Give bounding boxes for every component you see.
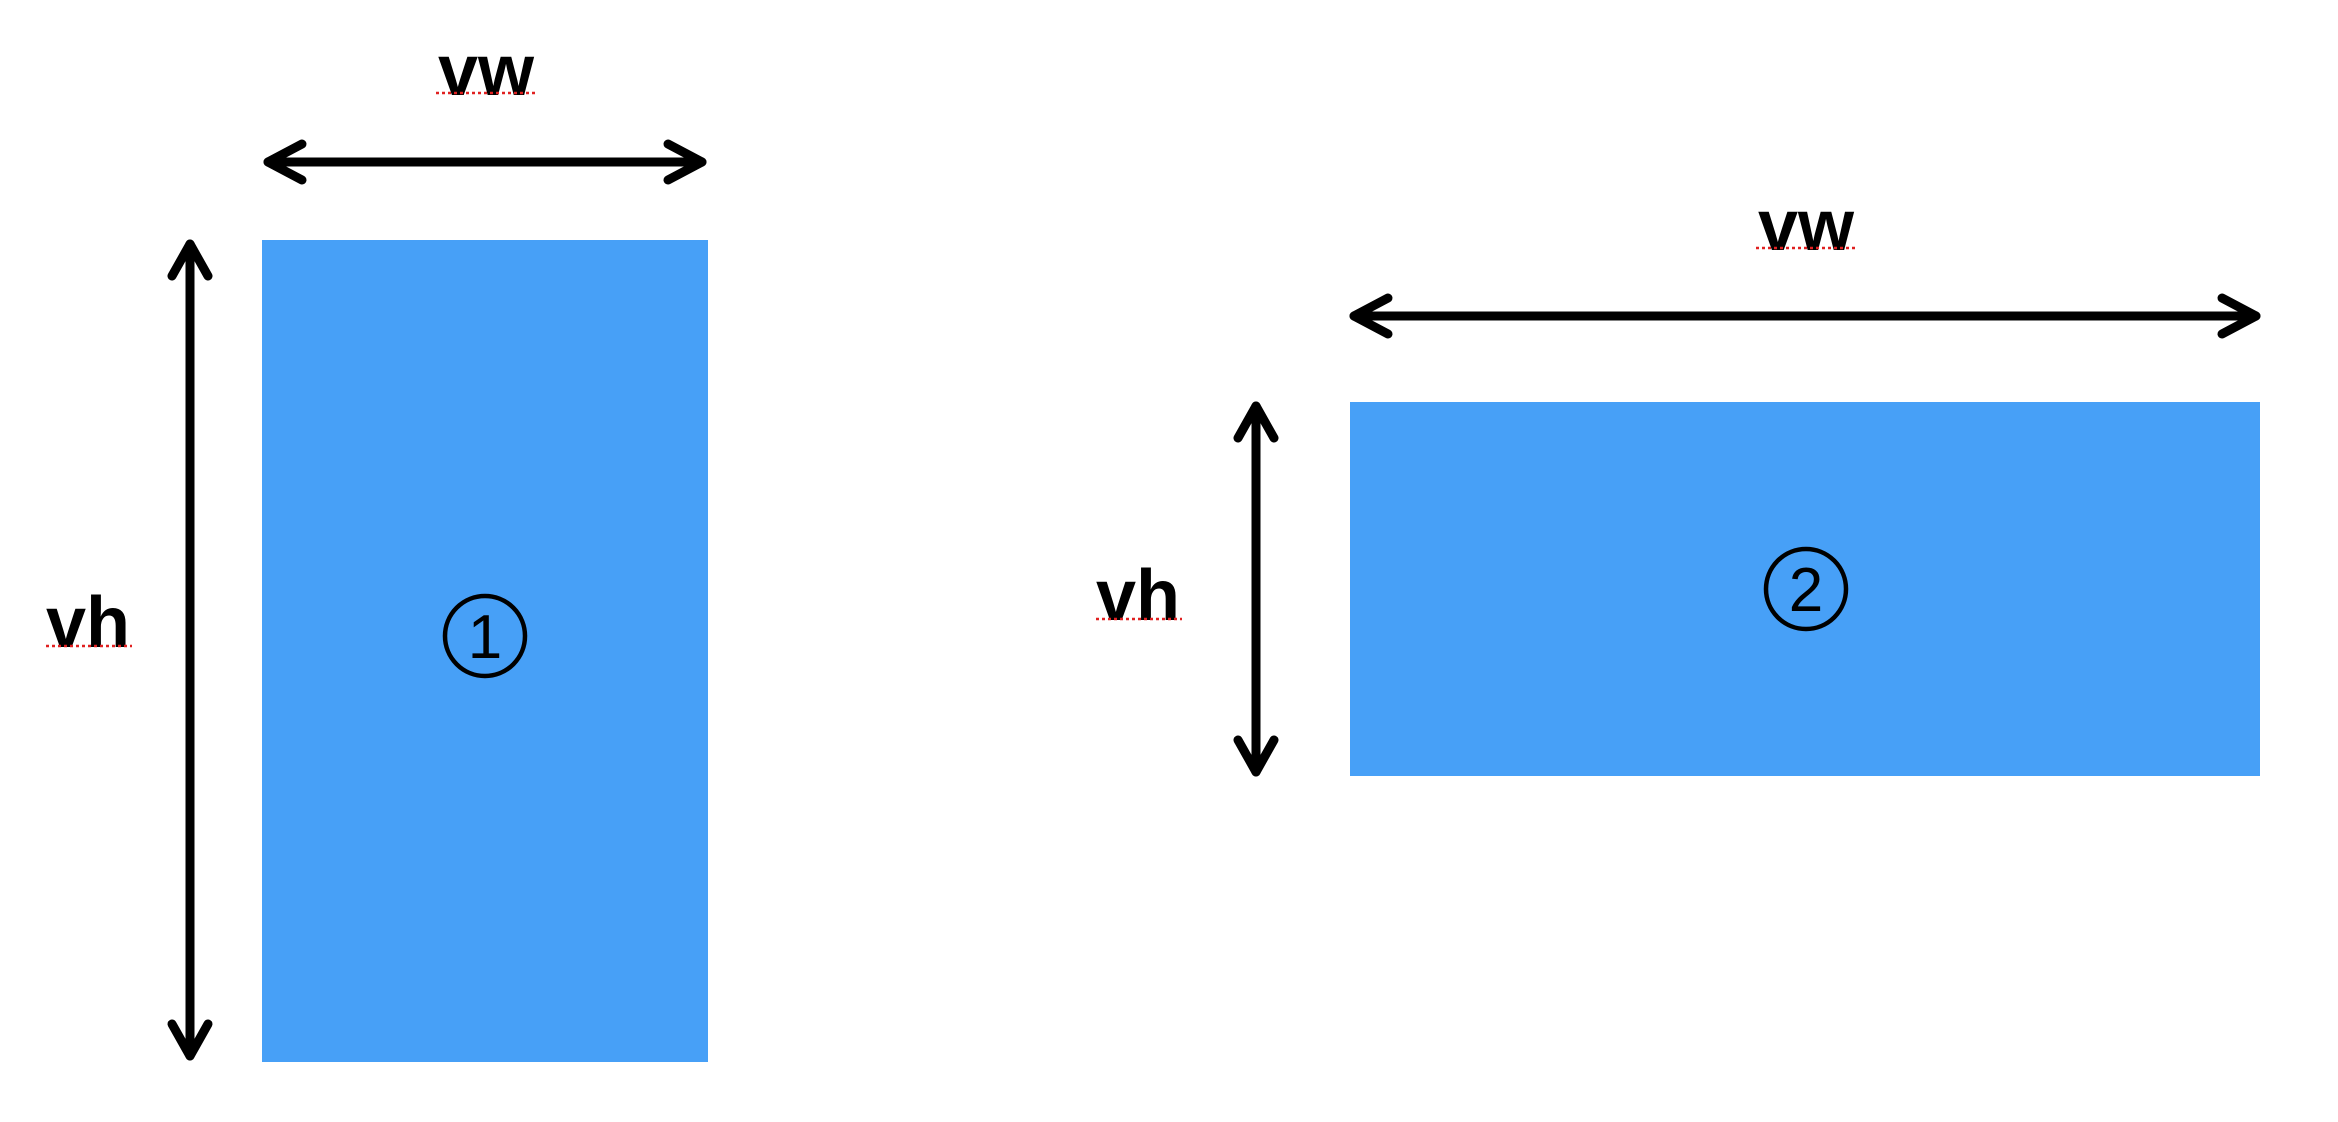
width-arrow-portrait bbox=[263, 139, 707, 185]
width-label-landscape: vw bbox=[1756, 186, 1856, 266]
panel-number-badge-landscape: 2 bbox=[1763, 546, 1849, 632]
panel-number-landscape: 2 bbox=[1789, 556, 1823, 625]
panel-number-badge-portrait: 1 bbox=[442, 593, 528, 679]
viewport-rect-landscape bbox=[1350, 402, 2260, 776]
panel-landscape: vw vh 2 bbox=[1096, 186, 2261, 777]
height-arrow-portrait bbox=[167, 239, 213, 1061]
width-label-text-portrait: vw bbox=[438, 31, 535, 111]
panel-portrait: vw vh 1 bbox=[46, 31, 708, 1062]
viewport-rect-portrait bbox=[262, 240, 708, 1062]
width-label-text-landscape: vw bbox=[1758, 186, 1855, 266]
height-label-portrait: vh bbox=[46, 583, 132, 663]
height-label-text-portrait: vh bbox=[46, 583, 130, 663]
height-arrow-landscape bbox=[1233, 401, 1279, 777]
panel-number-portrait: 1 bbox=[468, 603, 502, 672]
width-arrow-landscape bbox=[1349, 293, 2261, 339]
height-label-text-landscape: vh bbox=[1096, 556, 1180, 636]
width-label-portrait: vw bbox=[436, 31, 536, 111]
height-label-landscape: vh bbox=[1096, 556, 1182, 636]
